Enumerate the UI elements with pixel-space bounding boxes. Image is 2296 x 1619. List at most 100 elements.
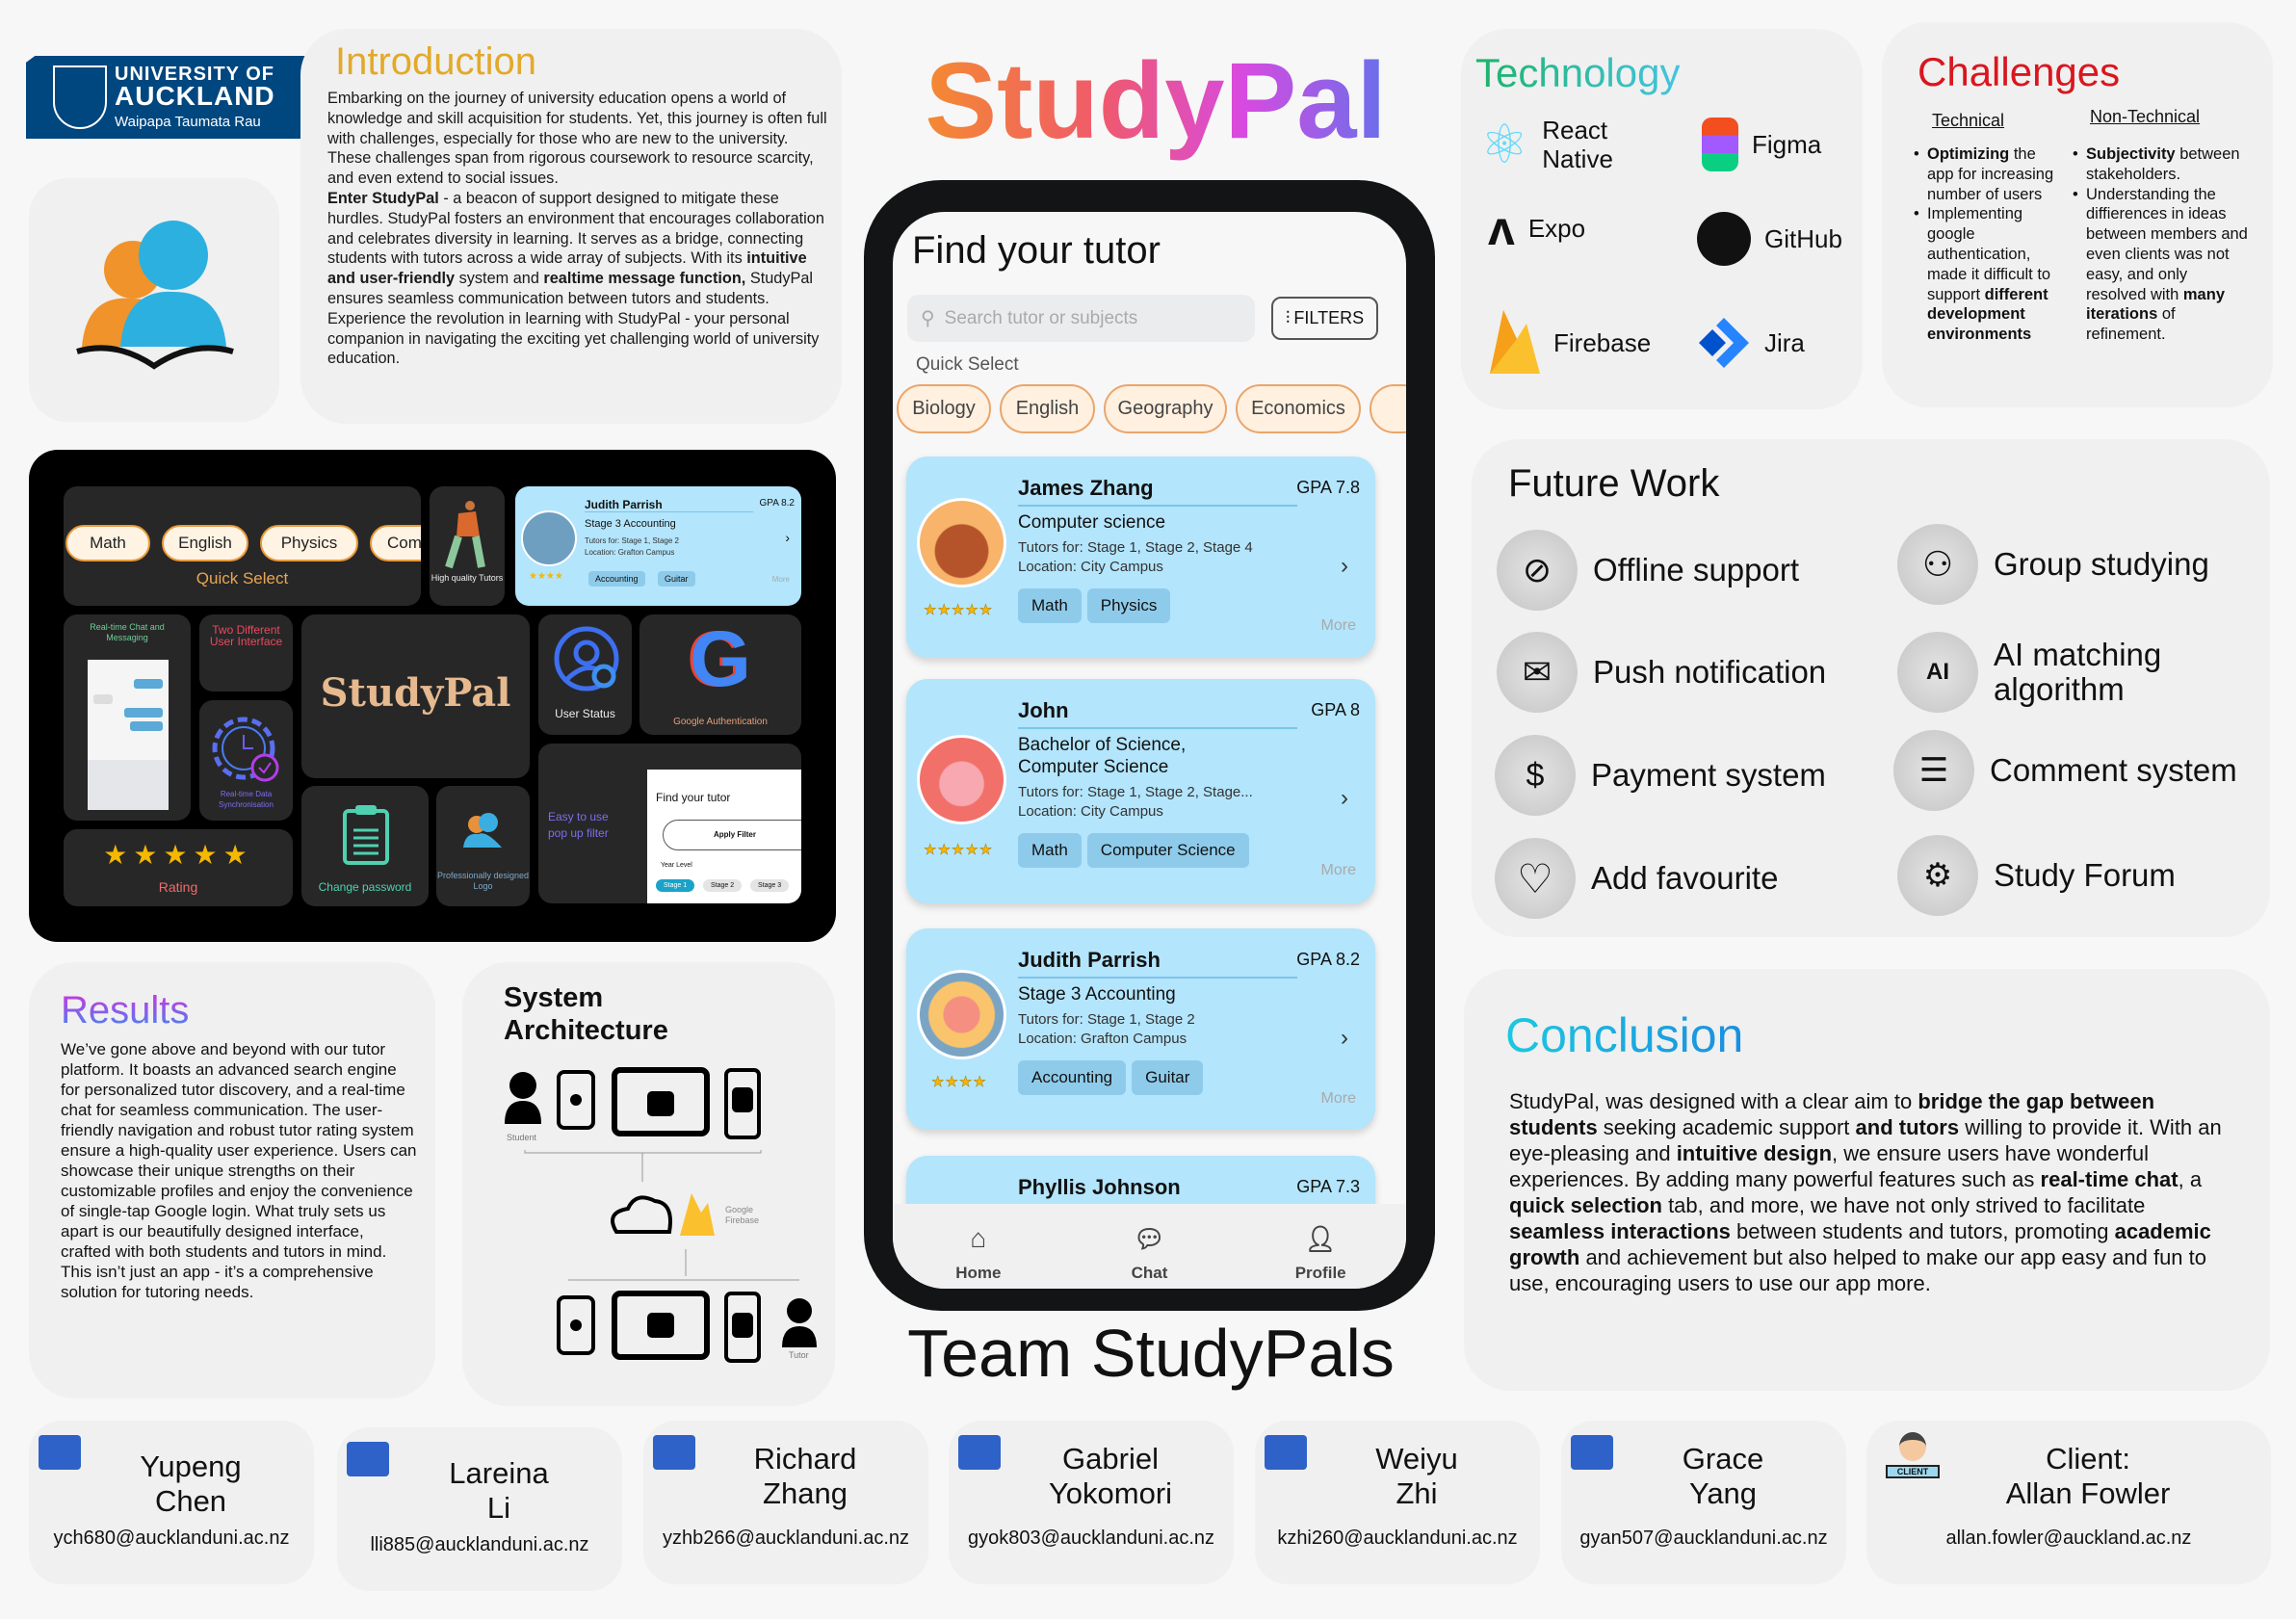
figma-icon <box>1702 118 1738 171</box>
avatar <box>917 970 1006 1059</box>
studypal-logo-icon <box>76 221 234 370</box>
chip-english[interactable]: English <box>1000 384 1095 433</box>
student-icon <box>505 1072 541 1124</box>
wifi-off-icon: ⊘ <box>1497 530 1578 611</box>
notification-icon: ✉ <box>1497 632 1578 713</box>
chevron-right-icon[interactable]: › <box>1341 785 1348 811</box>
group-icon: ⚇ <box>1897 524 1978 605</box>
chip-math: Math <box>65 525 150 561</box>
chip-economics[interactable]: Economics <box>1236 384 1361 433</box>
future-study-forum: ⚙Study Forum <box>1897 835 2176 916</box>
subject-tag: Guitar <box>1132 1060 1204 1095</box>
rating-stars: ★★★★ <box>931 1074 987 1091</box>
subject-tag: Computer Science <box>1086 833 1249 868</box>
tutor-icon <box>782 1298 817 1347</box>
payment-hand-icon: $ <box>1495 735 1576 816</box>
chip-geography[interactable]: Geography <box>1104 384 1227 433</box>
contact-card-icon <box>1265 1435 1307 1470</box>
brand-tile: StudyPal <box>301 614 530 778</box>
results-section: Results We’ve gone above and beyond with… <box>29 962 435 1398</box>
introduction-section: Introduction Embarking on the journey of… <box>300 29 842 424</box>
search-icon: ⚲ <box>921 308 935 329</box>
chip-more[interactable] <box>1370 384 1406 433</box>
tutor-card-preview: ★★★★ Judith Parrish GPA 8.2 Stage 3 Acco… <box>515 486 801 606</box>
chevron-right-icon[interactable]: › <box>1341 1025 1348 1051</box>
future-payment-system: $Payment system <box>1495 735 1826 816</box>
chevron-right-icon[interactable]: › <box>1341 553 1348 579</box>
firebase-icon <box>1490 310 1540 374</box>
firebase-icon <box>680 1193 715 1236</box>
walking-person-icon <box>445 501 485 569</box>
conclusion-section: Conclusion StudyPal, was designed with a… <box>1464 969 2270 1391</box>
contact-card-icon <box>958 1435 1001 1470</box>
nav-profile[interactable]: 👤︎Profile <box>1235 1204 1406 1289</box>
react-icon: ⚛ <box>1480 114 1529 174</box>
studypal-logo-card <box>29 178 279 422</box>
quick-select-tile: Math English Physics Com Quick Select <box>64 486 421 606</box>
jira-icon <box>1699 318 1749 368</box>
chip-com: Com <box>370 525 421 561</box>
google-g-icon: G <box>690 615 751 703</box>
contact-card-icon <box>347 1442 389 1476</box>
bottom-nav: ⌂Home 💬︎Chat 👤︎Profile <box>893 1204 1406 1289</box>
chat-screenshot <box>88 660 169 810</box>
nav-home[interactable]: ⌂Home <box>893 1204 1064 1289</box>
chat-icon: 💬︎ <box>1134 1224 1166 1253</box>
home-icon: ⌂ <box>970 1223 987 1253</box>
challenges-section: Challenges Technical Non-Technical Optim… <box>1882 22 2273 407</box>
architecture-diagram <box>505 1067 817 1363</box>
sync-gear-clock-icon <box>212 717 279 782</box>
comment-icon: ☰ <box>1893 730 1974 811</box>
university-logo: UNIVERSITY OF AUCKLAND Waipapa Taumata R… <box>26 56 326 139</box>
forum-icon: ⚙ <box>1897 835 1978 916</box>
results-body: We’ve gone above and beyond with our tut… <box>61 1040 417 1301</box>
avatar <box>917 735 1006 824</box>
two-ui-tile: Two Different User Interface <box>199 614 293 692</box>
search-input[interactable]: ⚲Search tutor or subjects <box>907 295 1255 342</box>
change-password-tile: Change password <box>301 786 429 906</box>
future-push-notification: ✉Push notification <box>1497 632 1826 713</box>
conclusion-body: StudyPal, was designed with a clear aim … <box>1509 1089 2222 1295</box>
phone-mockup: Find your tutor ⚲Search tutor or subject… <box>864 180 1435 1311</box>
user-status-tile: User Status <box>538 614 632 735</box>
expo-icon: ʌ <box>1488 201 1515 255</box>
data-sync-tile: Real-time Data Synchronisation <box>199 700 293 821</box>
chat-tile: Real-time Chat and Messaging <box>64 614 191 821</box>
chip-physics: Physics <box>260 525 358 561</box>
filter-tile: Easy to use pop up filter Find your tuto… <box>538 744 801 903</box>
rating-stars: ★★★★★ <box>103 840 253 870</box>
feature-collage: Math English Physics Com Quick Select Hi… <box>29 450 836 942</box>
contact-card-icon <box>39 1435 81 1470</box>
future-group-studying: ⚇Group studying <box>1897 524 2209 605</box>
team-name: Team StudyPals <box>907 1316 1395 1391</box>
introduction-body: Embarking on the journey of university e… <box>327 90 827 368</box>
chip-biology[interactable]: Biology <box>897 384 991 433</box>
future-offline-support: ⊘Offline support <box>1497 530 1799 611</box>
filters-button[interactable]: ⫶FILTERS <box>1271 297 1378 340</box>
rating-stars: ★★★★★ <box>924 602 994 619</box>
contact-card-icon <box>1571 1435 1613 1470</box>
nav-chat[interactable]: 💬︎Chat <box>1064 1204 1236 1289</box>
rating-stars: ★★★★★ <box>924 842 994 859</box>
logo-people-icon <box>463 813 502 848</box>
chip-english: English <box>162 525 248 561</box>
logo-tile: Professionally designed Logo <box>436 786 530 906</box>
client-icon: CLIENT <box>1886 1432 1940 1490</box>
contact-card-icon <box>653 1435 695 1470</box>
subject-tag: Math <box>1018 588 1082 623</box>
iphone-icon <box>557 1070 595 1130</box>
university-crest-icon <box>53 65 107 129</box>
